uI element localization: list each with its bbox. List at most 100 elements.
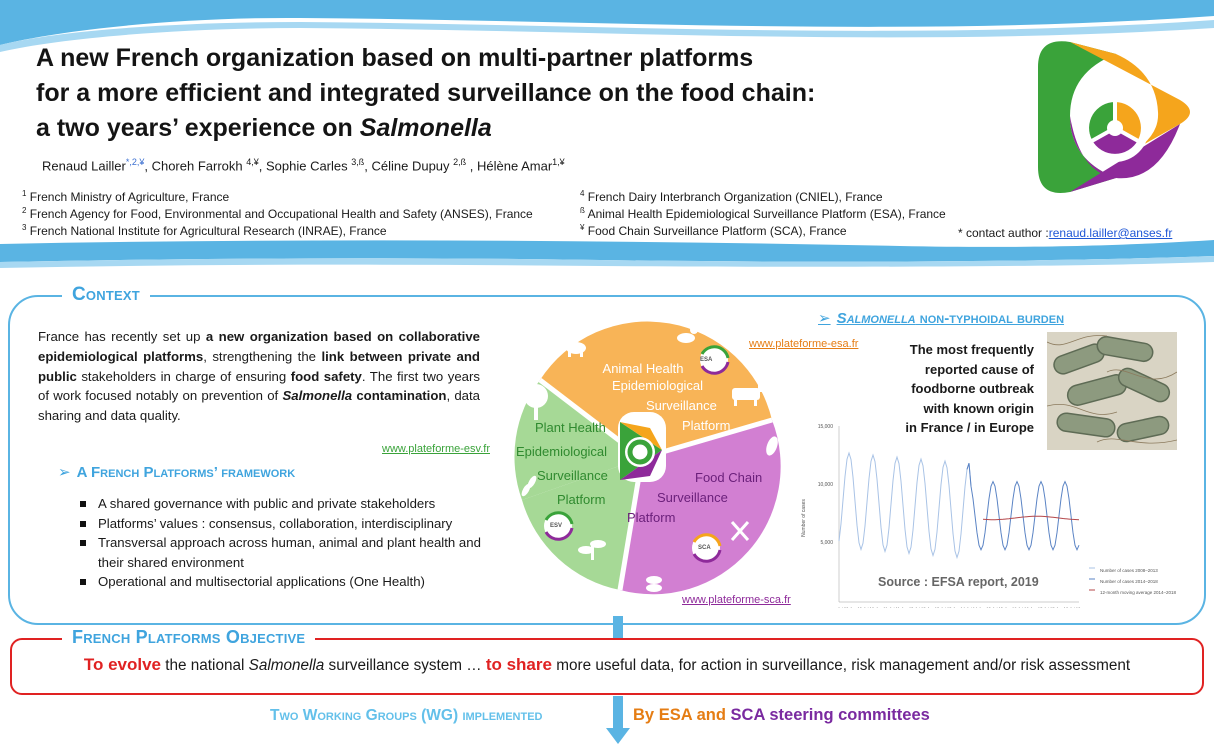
objective-verb-1: To evolve: [83, 655, 162, 674]
x-tick-label: Jul 15: [992, 606, 1003, 608]
sca-site-link[interactable]: www.plateforme-sca.fr: [682, 594, 791, 606]
author-name: , Sophie Carles: [258, 158, 352, 174]
arrow-icon: ➢: [58, 464, 71, 481]
context-run: food safety: [290, 368, 362, 384]
food-platform-label: Food Chain: [695, 470, 763, 485]
objective-text-3: more useful data, for action in surveill…: [551, 657, 1131, 674]
salmonella-image: [1047, 332, 1177, 450]
affiliation-mark: 4: [580, 189, 585, 198]
list-item: Transversal approach across human, anima…: [80, 533, 510, 572]
x-tick-label: Jul 16: [1018, 606, 1029, 608]
x-tick-label: Jan 15: [979, 606, 992, 608]
plant-platform-label-3: Surveillance: [537, 468, 608, 483]
x-tick-label: Jul 18: [1070, 606, 1081, 608]
esv-badge: [544, 511, 574, 541]
author-marks: 2,ß: [453, 157, 467, 167]
x-tick-label: Jul 08: [838, 606, 849, 608]
esa-badge-label: ESA: [700, 357, 713, 363]
affiliation-text: French Ministry of Agriculture, France: [29, 190, 230, 204]
x-tick-label: Jul 10: [863, 606, 874, 608]
esv-site-link[interactable]: www.plateforme-esv.fr: [382, 443, 490, 455]
affiliation: 3 French National Institute for Agricult…: [22, 223, 387, 238]
working-groups-label: Two Working Groups (WG) implemented: [270, 707, 543, 724]
plant-platform-label-2: Epidemiological: [516, 444, 608, 459]
chart-source: Source : EFSA report, 2019: [878, 575, 1039, 589]
y-axis-label: Number of cases: [801, 499, 807, 537]
author-name: Renaud Lailler: [42, 158, 126, 174]
esa-site-link[interactable]: www.plateforme-esa.fr: [749, 338, 859, 350]
context-run: a new organization based on collaborativ…: [38, 329, 480, 364]
context-run: . The first two years of work focused no…: [38, 368, 480, 404]
x-tick-label: Jul 17: [1044, 606, 1055, 608]
objective-panel: [10, 638, 1204, 695]
y-tick-label: 15,000: [818, 424, 834, 430]
burden-line: with known origin: [923, 400, 1035, 416]
sprout-icon: [578, 540, 606, 560]
author-marks: 1,¥: [552, 157, 565, 167]
affiliation-mark: ß: [580, 206, 585, 215]
affiliation-mark: ¥: [580, 223, 585, 232]
title-line-1: A new French organization based on multi…: [36, 44, 754, 72]
framework-title: A French Platforms’ framework: [76, 464, 296, 481]
affiliation-mark: 2: [22, 206, 27, 215]
title-italic: Salmonella: [359, 114, 492, 142]
chart-legend: [1089, 567, 1095, 591]
context-title: Context: [62, 284, 150, 306]
plant-platform-label-4: Platform: [557, 492, 606, 507]
author-list: Renaud Lailler*,2,¥, Choreh Farrokh 4,¥,…: [42, 157, 565, 173]
context-run: Salmonella: [282, 388, 353, 404]
burden-line: reported cause of: [924, 361, 1034, 377]
affiliation-text: Animal Health Epidemiological Surveillan…: [587, 207, 946, 221]
animal-platform-label-3: Surveillance: [646, 398, 717, 413]
x-tick-label: Jan 13: [927, 606, 940, 608]
contact-author: * contact author :renaud.lailler@anses.f…: [958, 226, 1172, 240]
esa-badge: [700, 345, 730, 375]
affiliation-text: French Dairy Interbranch Organization (C…: [587, 190, 883, 204]
duck-icon: [677, 326, 698, 343]
affiliation-mark: 1: [22, 189, 27, 198]
legend-entry: Number of cases 2008–2013: [1100, 568, 1158, 573]
affiliation-text: French Agency for Food, Environmental an…: [29, 207, 533, 221]
affiliation: 1 French Ministry of Agriculture, France: [22, 189, 229, 204]
y-tick-label: 5,000: [820, 540, 833, 546]
series-2014-2018: [966, 463, 1080, 552]
salmonella-cases-chart: 15,000 10,000 5,000 Number of cases Jul …: [801, 424, 1095, 608]
legend-entry: Number of cases 2014–2018: [1100, 579, 1158, 584]
list-item: Operational and multisectorial applicati…: [80, 572, 510, 592]
esv-badge-label: ESV: [550, 523, 563, 529]
affiliation: ¥ Food Chain Surveillance Platform (SCA)…: [580, 223, 847, 238]
burden-text: The most frequently reported cause of fo…: [878, 340, 1034, 438]
label-line: Animal Health: [602, 361, 684, 376]
list-item: Platforms’ values : consensus, collabora…: [80, 514, 510, 534]
animal-platform-label: Animal Health: [583, 359, 703, 379]
pig-icon: [566, 342, 586, 357]
sca-label: SCA steering committees: [730, 706, 930, 724]
chart-legend-text: Number of cases 2008–2013 Number of case…: [1100, 565, 1176, 598]
affiliation: 4 French Dairy Interbranch Organization …: [580, 189, 883, 204]
x-tick-label: Jul 12: [915, 606, 926, 608]
contact-email-link[interactable]: renaud.lailler@anses.fr: [1048, 226, 1173, 240]
context-run: , data sharing and data quality.: [38, 388, 481, 424]
burden-line: in France / in Europe: [905, 420, 1034, 435]
animal-platform-label-2: Epidemiological: [612, 378, 704, 393]
author-name: , Hélène Amar: [466, 158, 553, 174]
title-line-2: for a more efficient and integrated surv…: [36, 79, 816, 107]
objective-verb-2: to share: [485, 655, 552, 674]
x-ticks: Jul 08Jan 10Jul 10Jan 11Jul 11Jan 12Jul …: [838, 606, 1081, 608]
objective-title: French Platforms Objective: [62, 627, 316, 648]
cutlery-icon: [730, 521, 750, 541]
series-moving-average: [982, 515, 1080, 521]
burden-line: The most frequently: [909, 342, 1034, 357]
objective-text: To evolve the national Salmonella survei…: [10, 655, 1204, 675]
context-run: contamination: [352, 388, 447, 404]
context-run: stakeholders in charge of ensuring: [76, 368, 291, 384]
affiliation: ß Animal Health Epidemiological Surveill…: [580, 206, 946, 221]
cow-icon: [732, 384, 766, 406]
burden-title-rest: non-typhoidal burden: [915, 310, 1065, 327]
context-run: , strengthening the: [203, 348, 322, 364]
y-tick-label: 10,000: [818, 482, 834, 488]
x-tick-label: Jan 18: [1056, 606, 1069, 608]
x-tick-label: Jan 17: [1030, 606, 1043, 608]
x-tick-label: Jul 13: [941, 606, 952, 608]
x-tick-label: Jan 14: [953, 606, 966, 608]
